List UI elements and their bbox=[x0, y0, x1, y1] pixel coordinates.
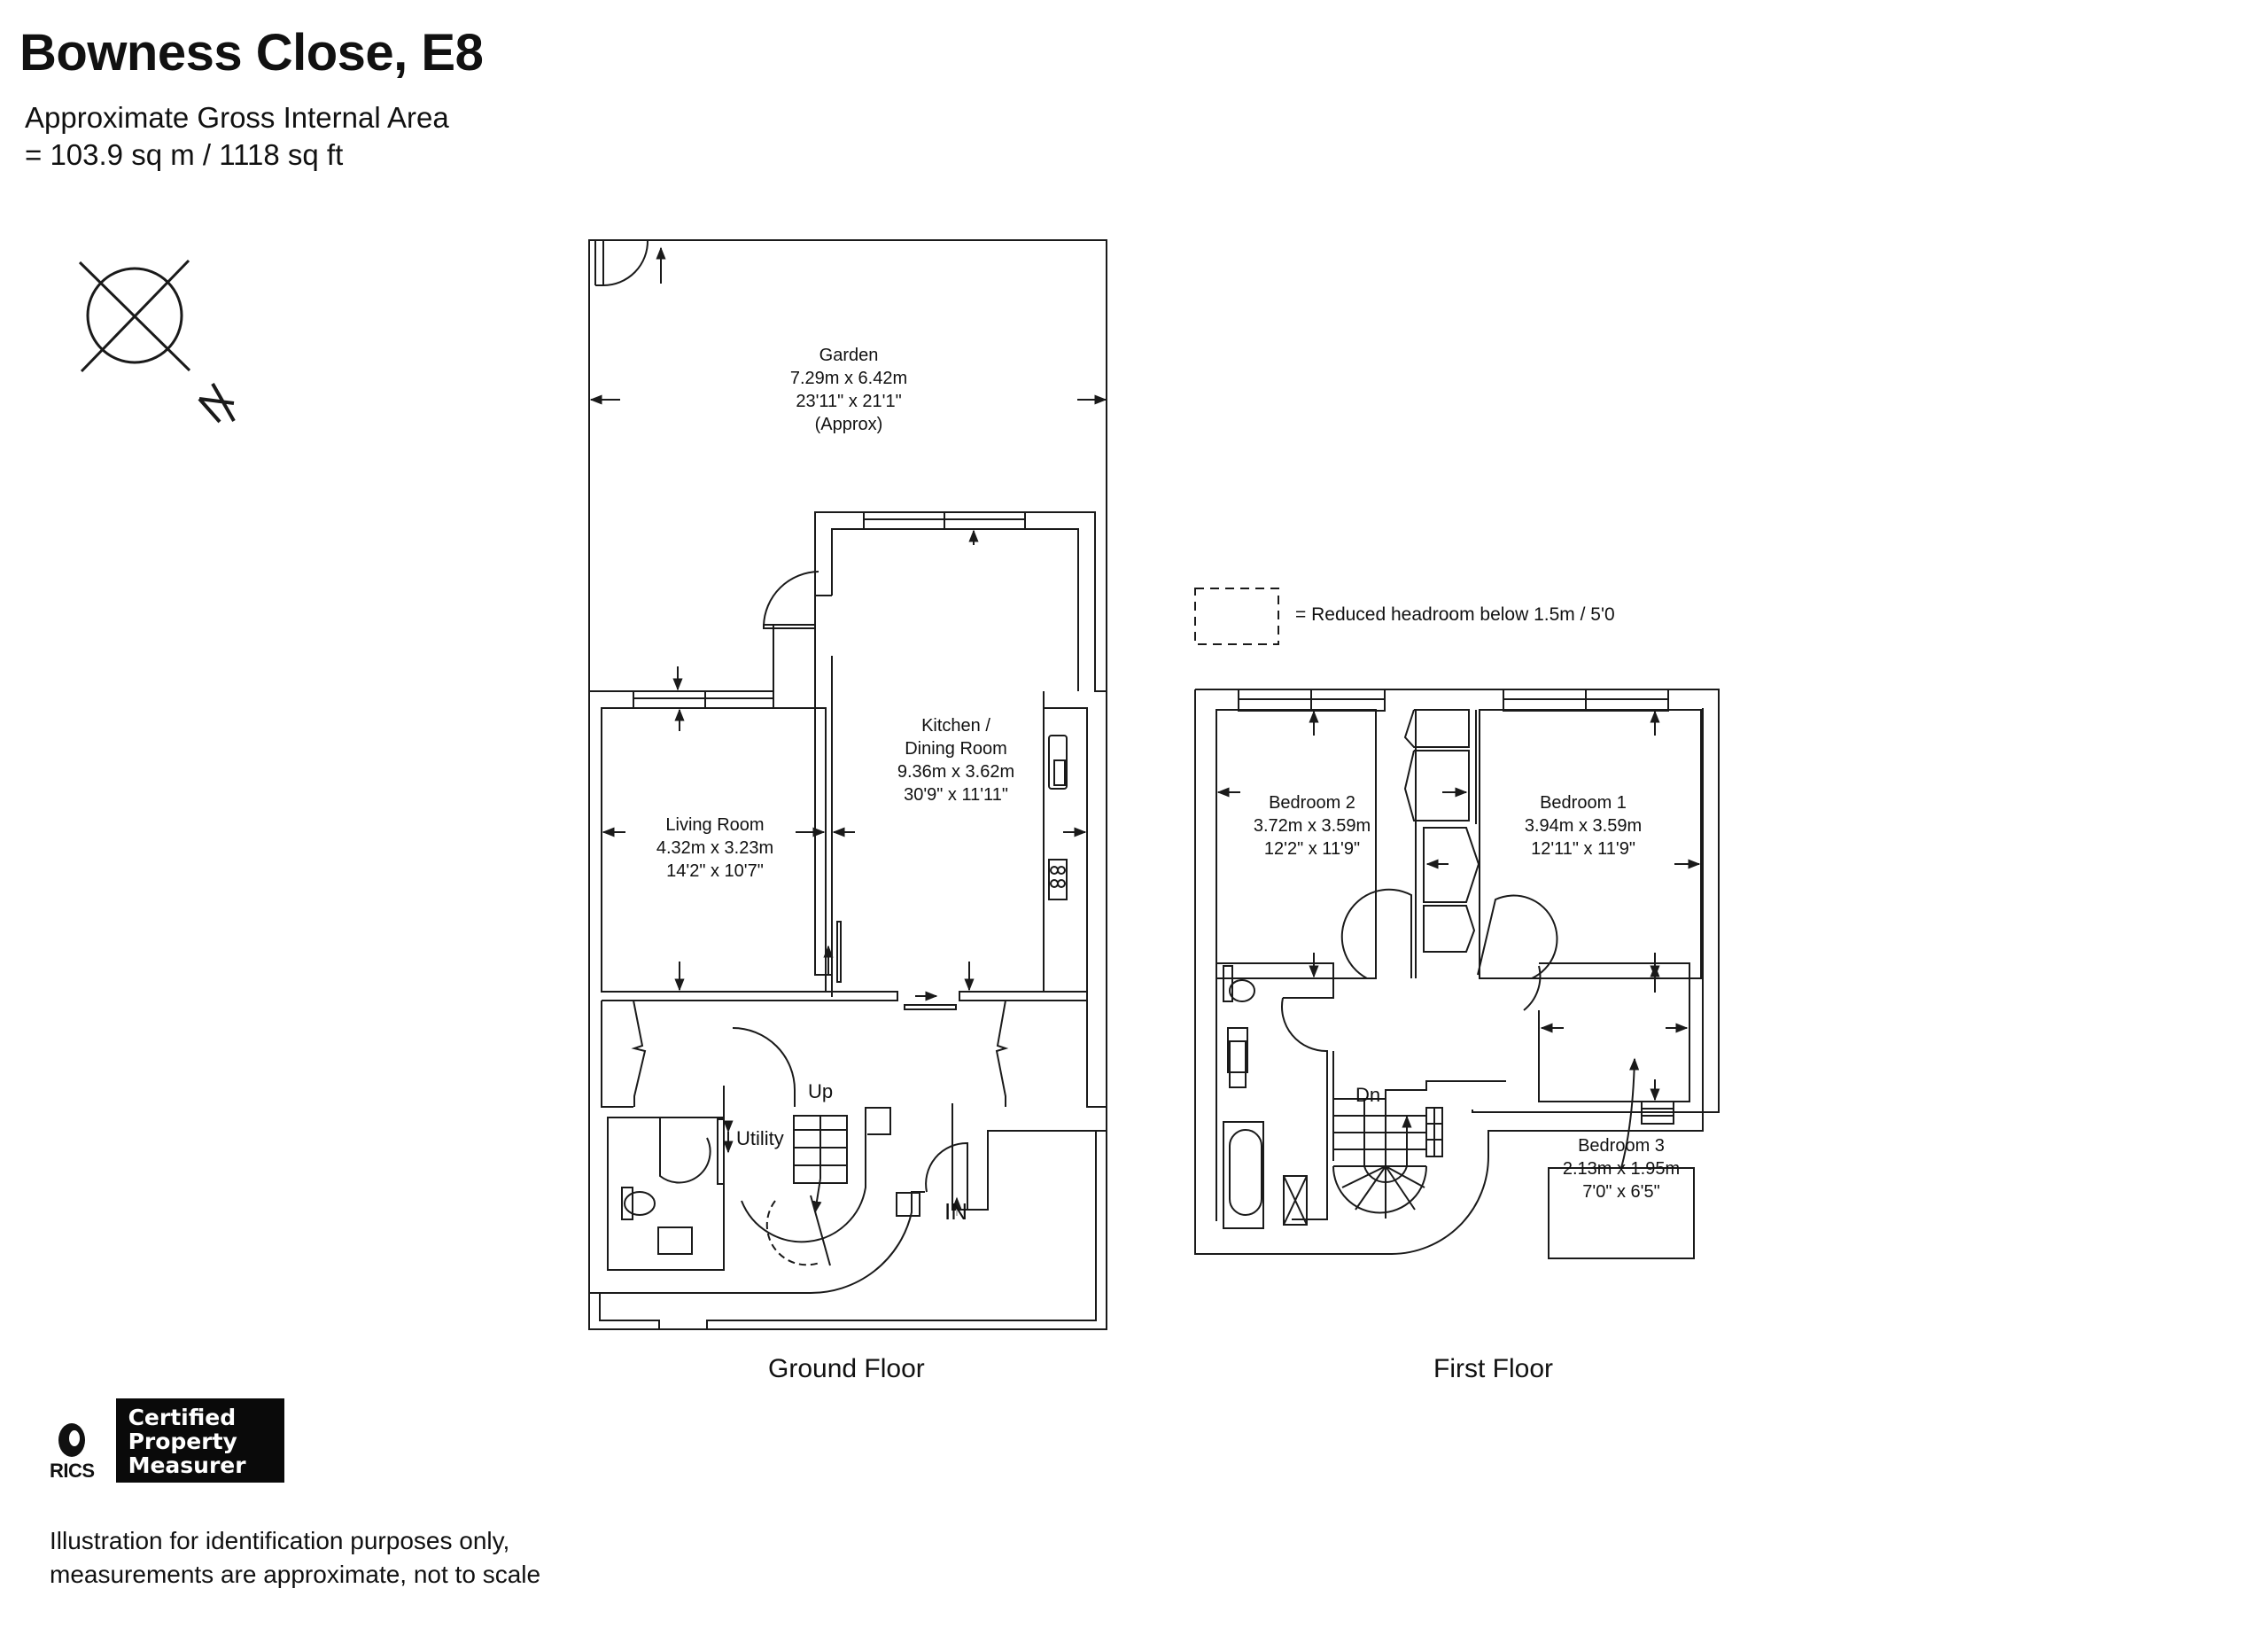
gross-internal-area: Approximate Gross Internal Area = 103.9 … bbox=[25, 99, 449, 174]
room-label-utility: Utility bbox=[736, 1127, 784, 1149]
badge-line: Certified bbox=[128, 1405, 237, 1430]
rics-lion-icon bbox=[58, 1423, 86, 1457]
room-imperial: 30'9" x 11'11" bbox=[904, 785, 1008, 805]
room-imperial: 14'2" x 10'7" bbox=[666, 861, 764, 881]
room-metric: 2.13m x 1.95m bbox=[1562, 1159, 1681, 1179]
compass-north-icon bbox=[78, 259, 236, 424]
ground-floor-label: Ground Floor bbox=[768, 1354, 925, 1383]
disclaimer-line: Illustration for identification purposes… bbox=[50, 1527, 510, 1554]
room-label-bedroom-3: Bedroom 3 2.13m x 1.95m 7'0" x 6'5" bbox=[1563, 1134, 1680, 1203]
page-title: Bowness Close, E8 bbox=[19, 24, 484, 82]
room-note: (Approx) bbox=[814, 415, 883, 434]
room-label-bedroom-1: Bedroom 1 3.94m x 3.59m 12'11" x 11'9" bbox=[1525, 791, 1642, 860]
room-name: Garden bbox=[819, 346, 879, 365]
room-imperial: 12'2" x 11'9" bbox=[1263, 839, 1361, 859]
stair-down-label: Dn bbox=[1355, 1084, 1381, 1106]
room-name: Living Room bbox=[665, 815, 765, 835]
badge-line: Measurer bbox=[128, 1452, 246, 1478]
room-label-garden: Garden 7.29m x 6.42m 23'11" x 21'1" (App… bbox=[790, 344, 907, 436]
bedroom-3-label-box bbox=[1548, 1167, 1695, 1259]
disclaimer: Illustration for identification purposes… bbox=[50, 1524, 540, 1592]
legend-text: = Reduced headroom below 1.5m / 5'0 bbox=[1295, 604, 1615, 625]
room-metric: 3.94m x 3.59m bbox=[1524, 816, 1643, 836]
room-metric: 3.72m x 3.59m bbox=[1253, 816, 1371, 836]
room-name: Bedroom 1 bbox=[1540, 793, 1627, 813]
first-floor-label: First Floor bbox=[1433, 1354, 1553, 1383]
disclaimer-line: measurements are approximate, not to sca… bbox=[50, 1561, 541, 1588]
room-metric: 7.29m x 6.42m bbox=[789, 369, 908, 388]
room-imperial: 7'0" x 6'5" bbox=[1582, 1182, 1660, 1202]
rics-certification: RICS Certified Property Measurer bbox=[50, 1398, 284, 1483]
room-label-bedroom-2: Bedroom 2 3.72m x 3.59m 12'2" x 11'9" bbox=[1254, 791, 1371, 860]
room-name: Kitchen / bbox=[921, 716, 990, 736]
room-label-kitchen-dining: Kitchen / Dining Room 9.36m x 3.62m 30'9… bbox=[897, 714, 1014, 806]
room-name-line2: Dining Room bbox=[905, 739, 1007, 759]
room-name: Bedroom 3 bbox=[1578, 1136, 1665, 1156]
area-label: Approximate Gross Internal Area bbox=[25, 101, 449, 134]
room-metric: 4.32m x 3.23m bbox=[656, 838, 774, 858]
room-name: Bedroom 2 bbox=[1269, 793, 1355, 813]
ground-floor-plan bbox=[588, 239, 1107, 1330]
room-imperial: 23'11" x 21'1" bbox=[796, 392, 902, 411]
room-label-living-room: Living Room 4.32m x 3.23m 14'2" x 10'7" bbox=[656, 814, 773, 883]
area-value: = 103.9 sq m / 1118 sq ft bbox=[25, 138, 344, 171]
stair-up-label: Up bbox=[808, 1080, 834, 1102]
entrance-label: IN bbox=[944, 1198, 967, 1225]
certified-property-measurer-badge: Certified Property Measurer bbox=[115, 1398, 284, 1483]
rics-logo: RICS bbox=[50, 1421, 95, 1483]
rics-wordmark: RICS bbox=[50, 1460, 95, 1482]
badge-line: Property bbox=[128, 1429, 237, 1454]
dashed-box-icon bbox=[1194, 588, 1279, 645]
room-metric: 9.36m x 3.62m bbox=[897, 762, 1015, 782]
first-floor-plan bbox=[1194, 689, 1720, 1259]
room-imperial: 12'11" x 11'9" bbox=[1531, 839, 1635, 859]
